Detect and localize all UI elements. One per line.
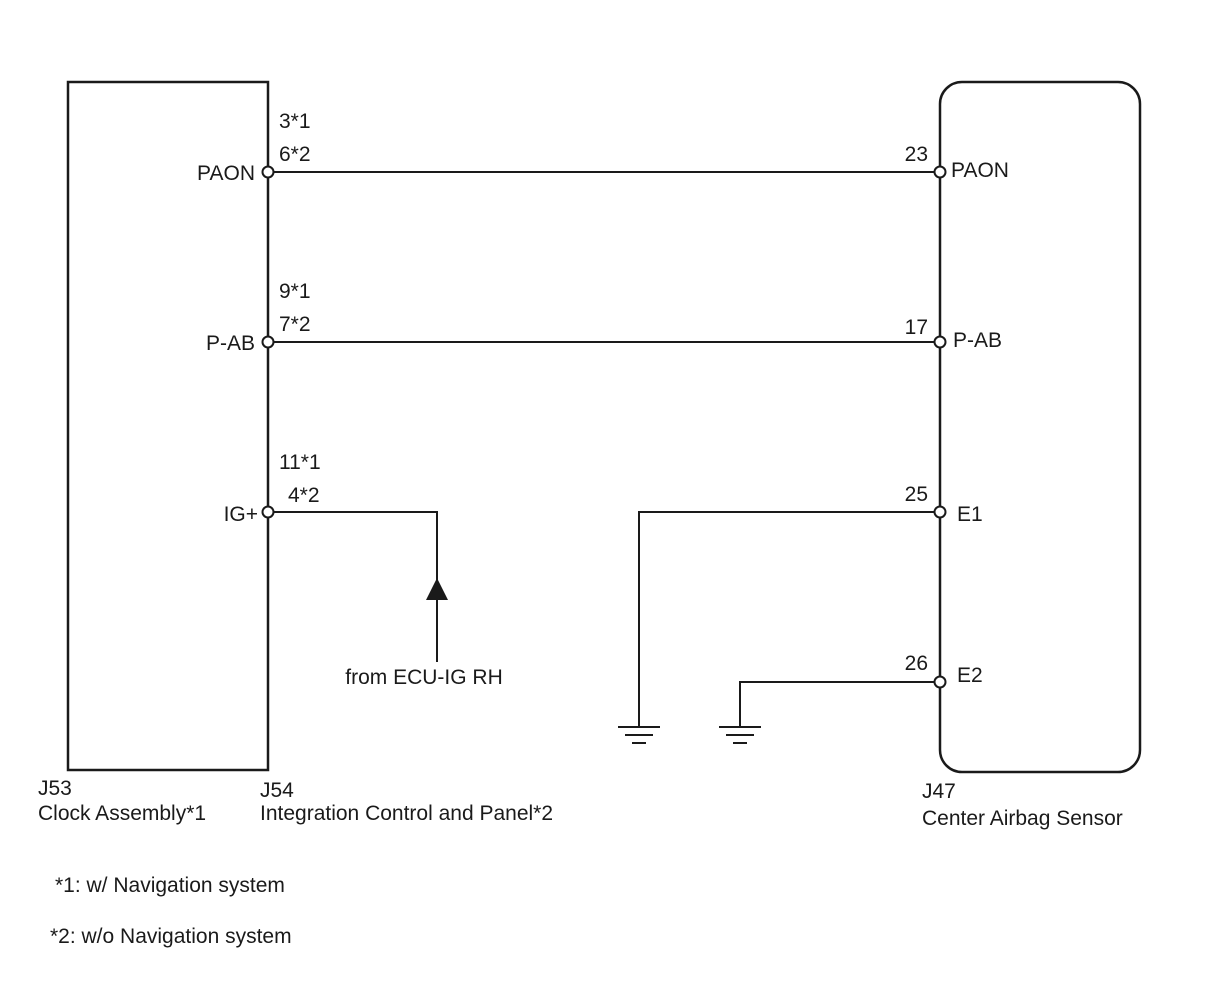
center-airbag-sensor-box	[938, 80, 1142, 774]
left-pin-num1-paon: 3*1	[279, 110, 311, 133]
left-pin-num2-ig-plus: 4*2	[288, 484, 320, 507]
ig-source-arrow	[426, 578, 448, 600]
left-pin-num1-ig-plus: 11*1	[279, 451, 321, 474]
connector-j47: J47	[922, 780, 956, 803]
clock-assembly-box	[66, 80, 270, 772]
right-pin-label-e1: E1	[957, 503, 983, 526]
right-pin-num-paon: 23	[905, 143, 928, 166]
e2-ground-icon	[719, 726, 761, 744]
right-pin-label-e2: E2	[957, 664, 983, 687]
left-pin-paon	[261, 165, 275, 179]
component-name-j54: Integration Control and Panel*2	[260, 802, 553, 825]
e1-ground-wire	[638, 511, 934, 726]
footnote-2: *2: w/o Navigation system	[50, 925, 292, 948]
left-pin-ig-plus	[261, 505, 275, 519]
left-pin-label-ig-plus: IG+	[224, 503, 258, 526]
left-pin-label-p-ab: P-AB	[206, 332, 255, 355]
left-pin-num2-paon: 6*2	[279, 143, 311, 166]
e1-ground-icon	[618, 726, 660, 744]
connector-j54: J54	[260, 779, 294, 802]
right-pin-num-e2: 26	[905, 652, 928, 675]
connector-j53: J53	[38, 777, 72, 800]
component-name-j53: Clock Assembly*1	[38, 802, 206, 825]
right-pin-label-p-ab: P-AB	[953, 329, 1002, 352]
left-pin-num1-p-ab: 9*1	[279, 280, 311, 303]
left-pin-num2-p-ab: 7*2	[279, 313, 311, 336]
ig-plus-wire	[273, 511, 438, 662]
right-pin-num-p-ab: 17	[905, 316, 928, 339]
left-pin-label-paon: PAON	[197, 162, 255, 185]
right-pin-label-paon: PAON	[951, 159, 1009, 182]
right-pin-paon	[933, 165, 947, 179]
right-pin-e2	[933, 675, 947, 689]
right-pin-num-e1: 25	[905, 483, 928, 506]
footnote-1: *1: w/ Navigation system	[55, 874, 285, 897]
right-pin-p-ab	[933, 335, 947, 349]
component-name-j47: Center Airbag Sensor	[922, 807, 1123, 830]
left-pin-p-ab	[261, 335, 275, 349]
right-pin-e1	[933, 505, 947, 519]
ig-source-label: from ECU-IG RH	[345, 666, 503, 689]
e2-ground-wire	[739, 681, 934, 726]
